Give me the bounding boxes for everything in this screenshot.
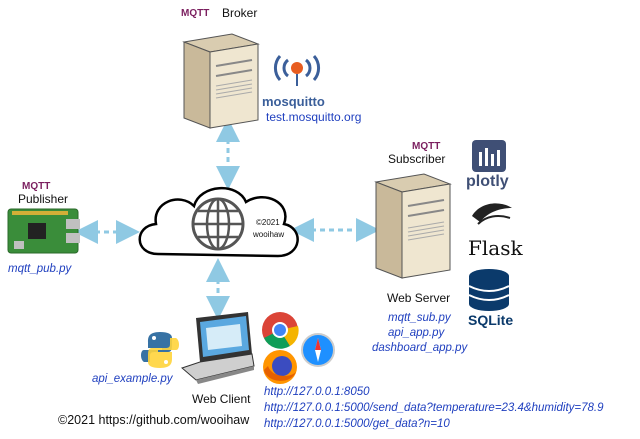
flask-logo-icon xyxy=(472,203,512,225)
python-logo-icon xyxy=(141,332,179,368)
cloud-copyright: ©2021 xyxy=(256,218,280,227)
broker-mqtt-badge: MQTT xyxy=(181,8,210,19)
sqlite-logo-text: SQLite xyxy=(468,312,514,328)
web-client-label: Web Client xyxy=(192,392,251,406)
sqlite-database-icon xyxy=(468,269,510,311)
publisher-mqtt-badge: MQTT xyxy=(22,181,51,192)
broker-server-icon xyxy=(182,33,260,129)
client-script: api_example.py xyxy=(92,373,173,385)
web-server-icon xyxy=(374,173,452,279)
publisher-script: mqtt_pub.py xyxy=(8,263,72,275)
mosquitto-logo-text: mosquitto xyxy=(262,94,325,109)
mosquitto-logo-icon xyxy=(273,55,321,86)
broker-title: Broker xyxy=(222,6,258,20)
plotly-logo-text: plotly xyxy=(466,173,509,190)
firefox-icon[interactable] xyxy=(260,348,300,386)
flask-logo-text: Flask xyxy=(468,236,523,260)
chrome-icon[interactable] xyxy=(260,310,300,350)
raspberry-pi-icon xyxy=(7,208,80,254)
broker-url[interactable]: test.mosquitto.org xyxy=(266,110,362,124)
client-url-dashboard[interactable]: http://127.0.0.1:8050 xyxy=(264,386,370,398)
subscriber-mqtt-badge: MQTT xyxy=(412,141,441,152)
web-server-label: Web Server xyxy=(387,291,451,305)
client-url-get-data[interactable]: http://127.0.0.1:5000/get_data?n=10 xyxy=(264,418,450,430)
client-url-send-data[interactable]: http://127.0.0.1:5000/send_data?temperat… xyxy=(264,402,604,414)
footer-copyright: ©2021 https://github.com/wooihaw xyxy=(58,413,250,427)
subscriber-script-api-app: api_app.py xyxy=(388,327,445,339)
subscriber-title: Subscriber xyxy=(388,152,446,166)
globe-icon xyxy=(191,197,245,251)
subscriber-script-mqtt-sub: mqtt_sub.py xyxy=(388,312,451,324)
plotly-logo-icon xyxy=(472,140,506,172)
laptop-icon xyxy=(181,312,255,384)
cloud-author: wooihaw xyxy=(253,230,285,239)
subscriber-script-dashboard-app: dashboard_app.py xyxy=(372,342,468,354)
publisher-title: Publisher xyxy=(18,192,69,206)
safari-icon[interactable] xyxy=(300,332,336,368)
